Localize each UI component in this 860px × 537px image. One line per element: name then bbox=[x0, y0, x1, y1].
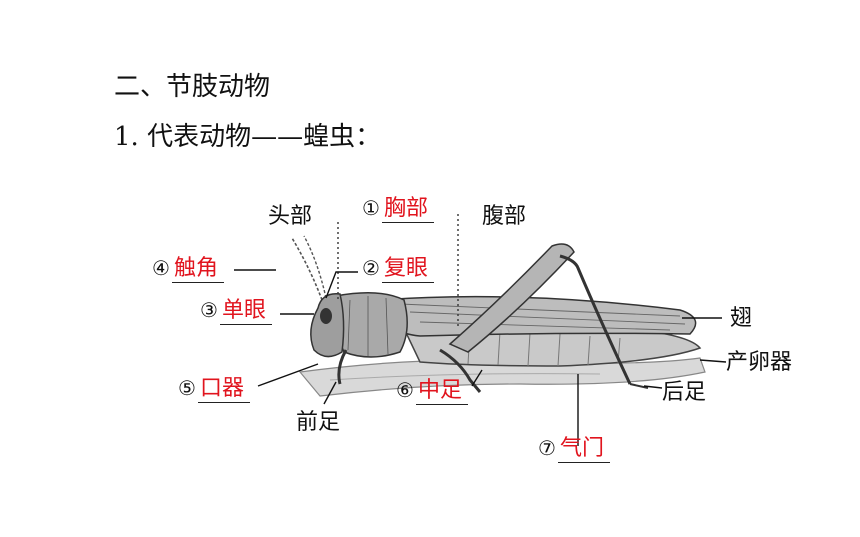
answer-3-text: 单眼 bbox=[219, 300, 272, 325]
answer-6-text: 中足 bbox=[415, 380, 468, 405]
answer-1-number: ① bbox=[362, 196, 380, 220]
label-hind-leg: 后足 bbox=[662, 380, 707, 405]
answer-7-text: 气门 bbox=[557, 438, 610, 463]
subtitle: 1. 代表动物——蝗虫： bbox=[114, 122, 382, 152]
label-ovipositor: 产卵器 bbox=[726, 350, 793, 375]
answer-4-text: 触角 bbox=[171, 258, 224, 283]
antenna bbox=[291, 237, 323, 301]
wing bbox=[379, 295, 697, 337]
answer-5-number: ⑤ bbox=[178, 376, 196, 400]
answer-2-number: ② bbox=[362, 256, 380, 280]
answer-5-text: 口器 bbox=[197, 378, 250, 403]
section-title: 二、节肢动物 bbox=[114, 72, 271, 102]
thorax bbox=[334, 292, 408, 358]
answer-7-number: ⑦ bbox=[538, 436, 556, 460]
middle-leg bbox=[439, 348, 482, 393]
compound-eye bbox=[320, 308, 332, 324]
label-fore-leg: 前足 bbox=[296, 410, 341, 435]
label-abdomen: 腹部 bbox=[482, 204, 527, 229]
label-wing: 翅 bbox=[730, 306, 753, 331]
answer-4-number: ④ bbox=[152, 256, 170, 280]
answer-3-number: ③ bbox=[200, 298, 218, 322]
fore-leg bbox=[337, 349, 348, 385]
hind-leg bbox=[448, 243, 575, 353]
head bbox=[310, 293, 345, 358]
label-head: 头部 bbox=[268, 204, 313, 229]
answer-1-text: 胸部 bbox=[381, 198, 434, 223]
answer-6-number: ⑥ bbox=[396, 378, 414, 402]
answer-2-text: 复眼 bbox=[381, 258, 434, 283]
